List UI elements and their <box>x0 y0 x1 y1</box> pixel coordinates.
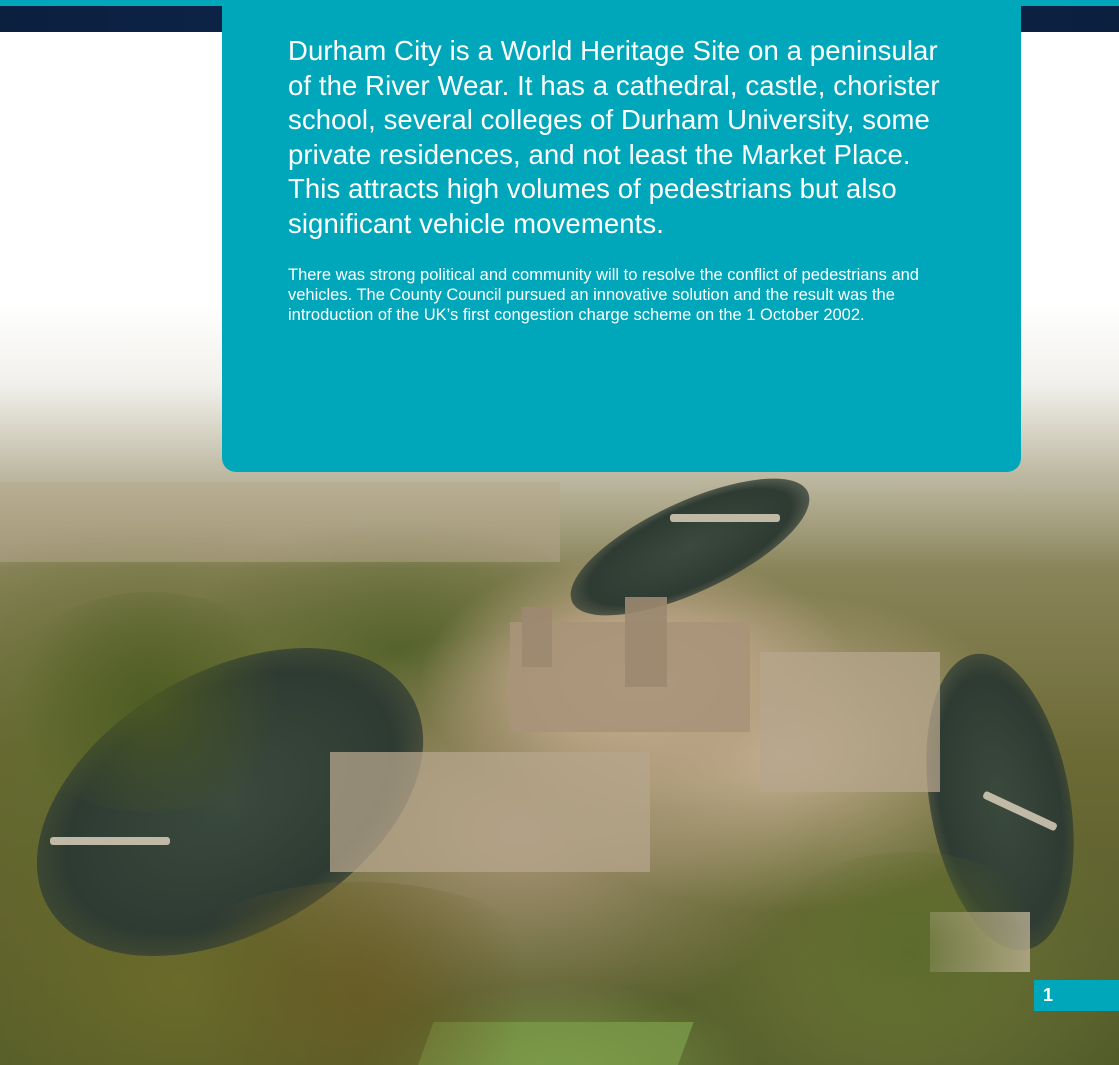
town-buildings-south <box>330 752 650 872</box>
trees-south <box>150 882 570 1065</box>
cathedral-west-towers <box>522 607 552 667</box>
cathedral-tower <box>625 597 667 687</box>
body-paragraph: There was strong political and community… <box>288 266 919 324</box>
intro-text-panel: Durham City is a World Heritage Site on … <box>222 0 1021 472</box>
bridge-north <box>670 514 780 522</box>
trees-east <box>760 852 1060 1052</box>
bridge-west <box>50 837 170 845</box>
page-number: 1 <box>1034 980 1119 1011</box>
trees <box>0 592 300 812</box>
town-buildings <box>760 652 940 792</box>
town-buildings-north <box>0 482 560 562</box>
lead-paragraph: Durham City is a World Heritage Site on … <box>288 35 940 239</box>
river-wear-north <box>553 451 827 643</box>
